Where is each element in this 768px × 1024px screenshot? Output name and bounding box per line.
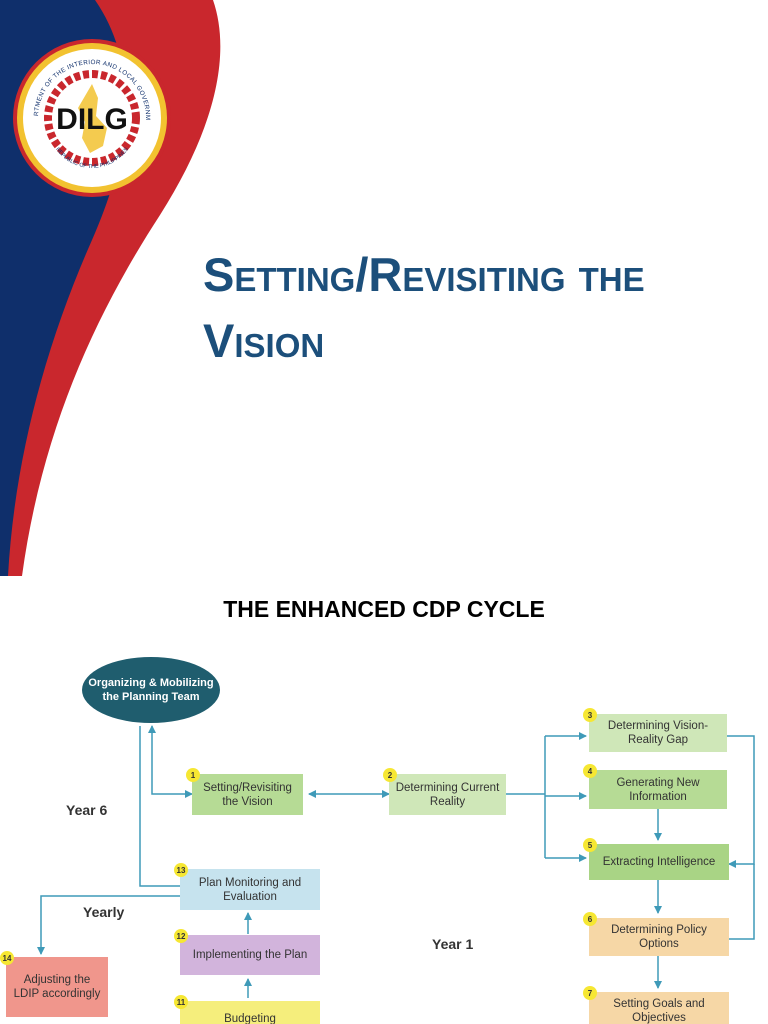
step-14-number-badge: 14 xyxy=(0,951,14,965)
dilg-seal-logo: DEPARTMENT OF THE INTERIOR AND LOCAL GOV… xyxy=(12,38,171,197)
title-line-1: Setting/Revisiting the xyxy=(203,248,645,301)
step-3-vision-reality-gap: Determining Vision-Reality Gap xyxy=(589,714,727,752)
seal-dilg-wordmark: DILG xyxy=(56,103,128,136)
step-1-number-badge: 1 xyxy=(186,768,200,782)
step-13-monitoring-evaluation: Plan Monitoring and Evaluation xyxy=(180,869,320,910)
organizing-team-node: Organizing & Mobilizing the Planning Tea… xyxy=(82,657,220,723)
title-slide: DEPARTMENT OF THE INTERIOR AND LOCAL GOV… xyxy=(0,0,763,576)
step-6-number-badge: 6 xyxy=(583,912,597,926)
step-12-implementing-plan: Implementing the Plan xyxy=(180,935,320,975)
step-4-new-information: Generating New Information xyxy=(589,770,727,809)
step-5-extracting-intelligence: Extracting Intelligence xyxy=(589,844,729,880)
step-4-number-badge: 4 xyxy=(583,764,597,778)
year6-label: Year 6 xyxy=(66,802,108,818)
cdp-cycle-slide: THE ENHANCED CDP CYCLE xyxy=(0,576,768,1024)
step-11-budgeting: Budgeting xyxy=(180,1001,320,1024)
step-5-number-badge: 5 xyxy=(583,838,597,852)
step-1-setting-vision: Setting/Revisiting the Vision xyxy=(192,774,303,815)
step-14-adjusting-ldip: Adjusting the LDIP accordingly xyxy=(6,957,108,1017)
step-7-goals-objectives: Setting Goals and Objectives xyxy=(589,992,729,1024)
cycle-connector-arrows xyxy=(37,725,755,998)
step-2-current-reality: Determining Current Reality xyxy=(389,774,506,815)
step-2-number-badge: 2 xyxy=(383,768,397,782)
cycle-title: THE ENHANCED CDP CYCLE xyxy=(223,596,545,622)
title-line-2: Vision xyxy=(203,313,325,367)
step-12-number-badge: 12 xyxy=(174,929,188,943)
yearly-label: Yearly xyxy=(83,904,125,920)
year1-label: Year 1 xyxy=(432,936,474,952)
step-13-number-badge: 13 xyxy=(174,863,188,877)
step-3-number-badge: 3 xyxy=(583,708,597,722)
step-6-policy-options: Determining Policy Options xyxy=(589,918,729,956)
slide-title: Setting/Revisiting the Vision xyxy=(203,242,763,374)
step-11-number-badge: 11 xyxy=(174,995,188,1009)
step-7-number-badge: 7 xyxy=(583,986,597,1000)
